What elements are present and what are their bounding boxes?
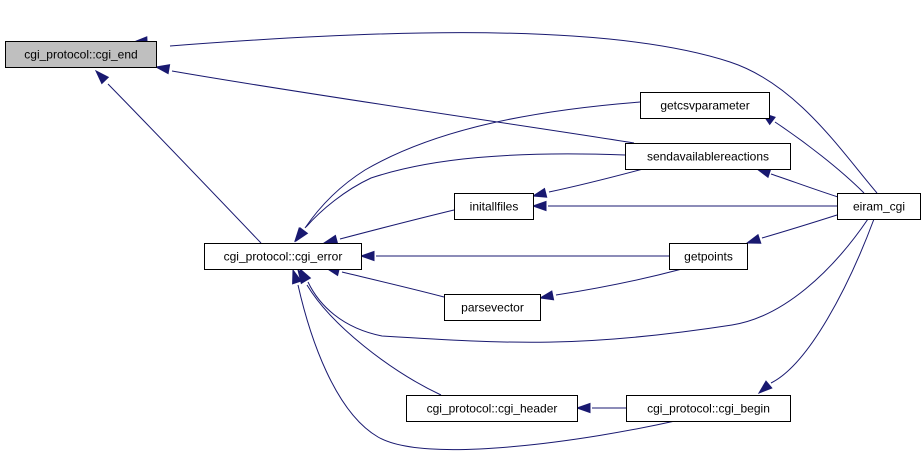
node-label: getcsvparameter (660, 99, 749, 113)
edge-line (171, 70, 635, 144)
edge-sendavailablereactions-to-cgi_error (295, 153, 626, 243)
node-getpoints[interactable]: getpoints (669, 243, 748, 270)
edge-initallfiles-to-cgi_error (322, 209, 455, 245)
arrowhead-icon (154, 64, 171, 75)
edge-eiram_cgi-to-sendavailablereactions (755, 168, 839, 198)
edge-sendavailablereactions-to-cgi_end (154, 64, 635, 144)
arrowhead-icon (295, 227, 309, 243)
arrowhead-icon (755, 168, 772, 179)
arrowhead-icon (292, 268, 303, 285)
edge-getcsvparameter-to-cgi_error (294, 101, 641, 243)
edge-cgi_error-to-cgi_end (94, 69, 262, 244)
edge-sendavailablereactions-to-initallfiles (531, 168, 644, 198)
edge-line (305, 153, 626, 228)
node-cgi-end[interactable]: cgi_protocol::cgi_end (5, 41, 157, 68)
node-label: parsevector (461, 301, 524, 315)
node-label: initallfiles (470, 200, 519, 214)
node-label: getpoints (684, 250, 733, 264)
node-cgi-error[interactable]: cgi_protocol::cgi_error (204, 243, 362, 270)
edge-line (107, 83, 262, 244)
node-label: eiram_cgi (853, 200, 905, 214)
node-box[interactable] (204, 243, 362, 270)
edge-line (761, 214, 838, 239)
node-parsevector[interactable]: parsevector (444, 294, 541, 321)
node-box[interactable] (406, 395, 578, 422)
arrowhead-icon (575, 402, 591, 414)
node-box[interactable] (837, 193, 921, 220)
edge-line (307, 218, 869, 343)
arrowhead-icon (538, 290, 555, 301)
node-sendavailablereactions[interactable]: sendavailablereactions (625, 143, 791, 170)
node-label: cgi_protocol::cgi_end (24, 48, 137, 62)
node-box[interactable] (444, 294, 541, 321)
edge-line (297, 284, 676, 451)
node-label: cgi_protocol::cgi_begin (647, 402, 770, 416)
arrowhead-icon (531, 200, 547, 212)
node-box[interactable] (454, 193, 534, 220)
node-box[interactable] (626, 395, 791, 422)
node-box[interactable] (640, 92, 770, 119)
edge-cgi_begin-to-cgi_header (575, 402, 626, 414)
edge-line (341, 271, 445, 298)
edge-getpoints-to-parsevector (538, 268, 683, 301)
edge-eiram_cgi-to-cgi_error (299, 218, 869, 343)
node-getcsvparameter[interactable]: getcsvparameter (640, 92, 770, 119)
edge-line (548, 168, 644, 193)
node-box[interactable] (669, 243, 748, 270)
edge-eiram_cgi-to-initallfiles (531, 200, 837, 212)
edge-line (169, 32, 878, 194)
edge-cgi_begin-to-cgi_error (292, 268, 676, 451)
node-label: cgi_protocol::cgi_error (224, 250, 343, 264)
node-initallfiles[interactable]: initallfiles (454, 193, 534, 220)
edge-line (339, 209, 455, 240)
arrowhead-icon (745, 233, 762, 244)
node-box[interactable] (5, 41, 157, 68)
edge-line (770, 218, 875, 384)
edge-line (774, 121, 865, 194)
arrowhead-icon (757, 380, 773, 394)
node-eiram-cgi[interactable]: eiram_cgi (837, 193, 921, 220)
edge-parsevector-to-cgi_error (324, 266, 445, 298)
node-label: cgi_protocol::cgi_header (427, 402, 558, 416)
edge-line (770, 173, 839, 198)
arrowhead-icon (359, 250, 375, 262)
node-cgi-begin[interactable]: cgi_protocol::cgi_begin (626, 395, 791, 422)
edge-getpoints-to-cgi_error (359, 250, 669, 262)
edge-eiram_cgi-to-cgi_begin (757, 218, 875, 394)
node-box[interactable] (625, 143, 791, 170)
arrowhead-icon (531, 187, 548, 198)
edge-line (304, 101, 641, 229)
node-label: sendavailablereactions (647, 150, 769, 164)
call-graph-nodes: cgi_protocol::cgi_endgetcsvparametersend… (5, 41, 921, 422)
arrowhead-icon (322, 234, 339, 245)
edge-eiram_cgi-to-getpoints (745, 214, 838, 244)
edge-line (306, 284, 442, 396)
edge-line (555, 268, 683, 296)
node-cgi-header[interactable]: cgi_protocol::cgi_header (406, 395, 578, 422)
arrowhead-icon (94, 69, 110, 85)
